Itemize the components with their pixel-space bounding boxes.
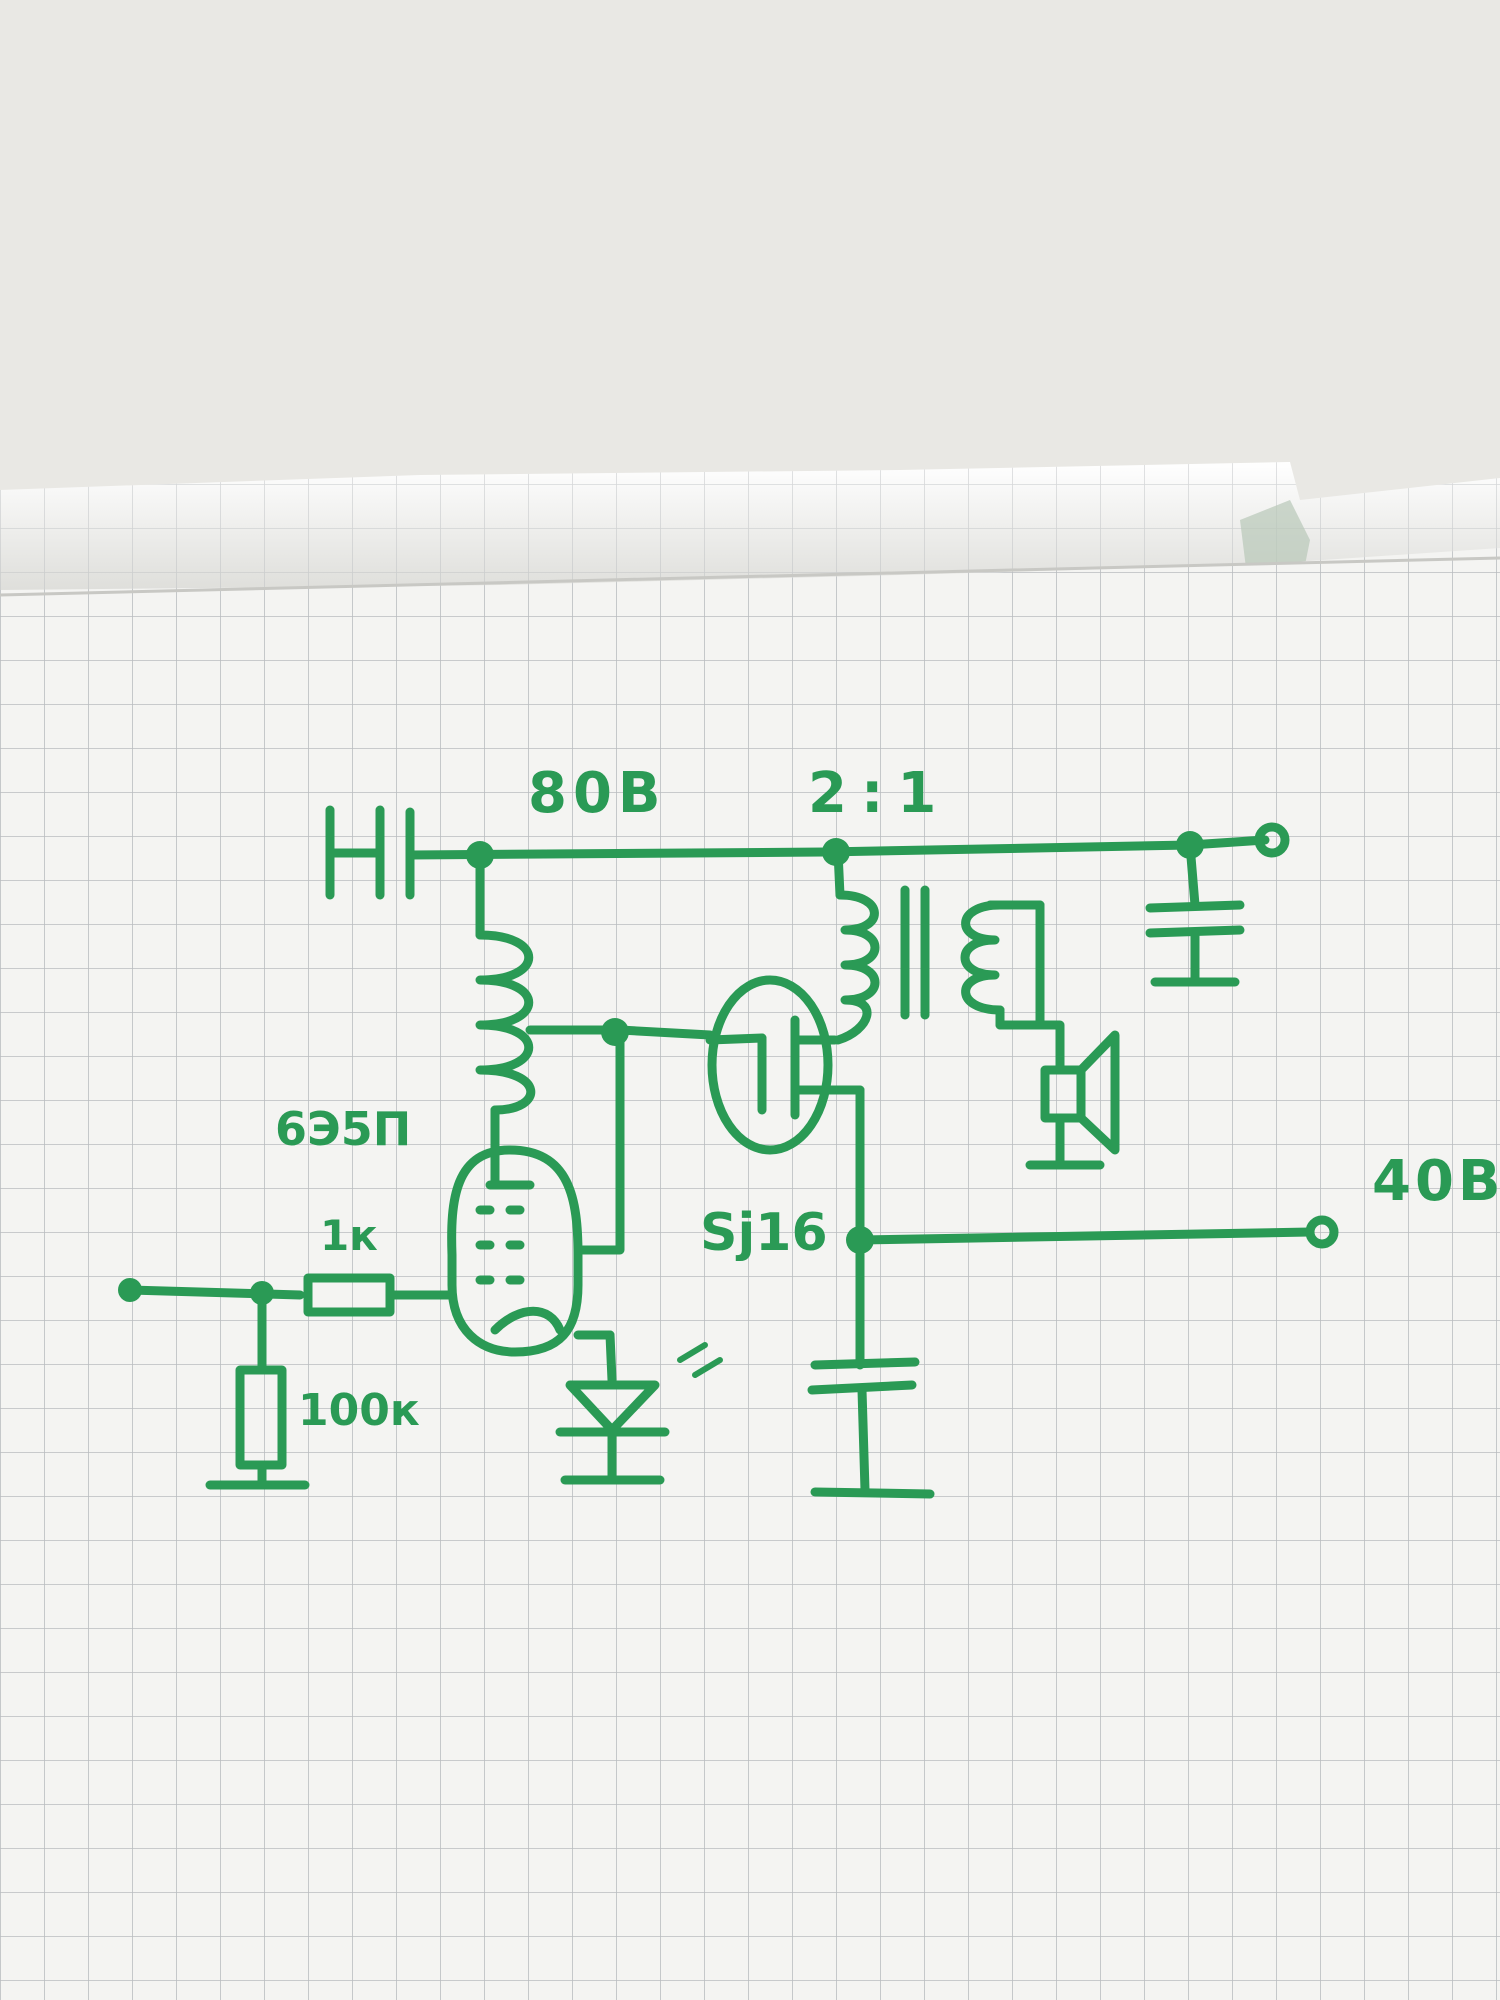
supply-rail: [405, 835, 1270, 860]
background-wall: [0, 0, 1500, 500]
label-transistor: Sj16: [700, 1203, 828, 1263]
supply-bypass-capacitor: [1145, 840, 1245, 987]
input-network: [125, 1273, 457, 1490]
screen-wire: [610, 1025, 715, 1255]
label-100k: 100к: [298, 1385, 420, 1436]
label-ratio: 2:1: [808, 761, 950, 826]
circuit: [125, 805, 1339, 1499]
speaker: [1025, 1030, 1120, 1170]
mosfet: [705, 975, 865, 1355]
cathode-led: [555, 1330, 723, 1485]
label-40v: 40В: [1372, 1149, 1500, 1214]
output-transformer: [833, 847, 1065, 1075]
source-network: [807, 1215, 1339, 1499]
label-tube: 6Э5П: [275, 1102, 411, 1156]
pentode-tube: [447, 1145, 620, 1357]
label-1k: 1к: [320, 1211, 378, 1260]
paper-fold: [0, 462, 1500, 600]
label-80v: 80В: [528, 761, 667, 826]
paper-sheet: [0, 548, 1500, 2000]
plate-choke: [475, 850, 620, 1170]
junction-dots: [118, 831, 1204, 1305]
